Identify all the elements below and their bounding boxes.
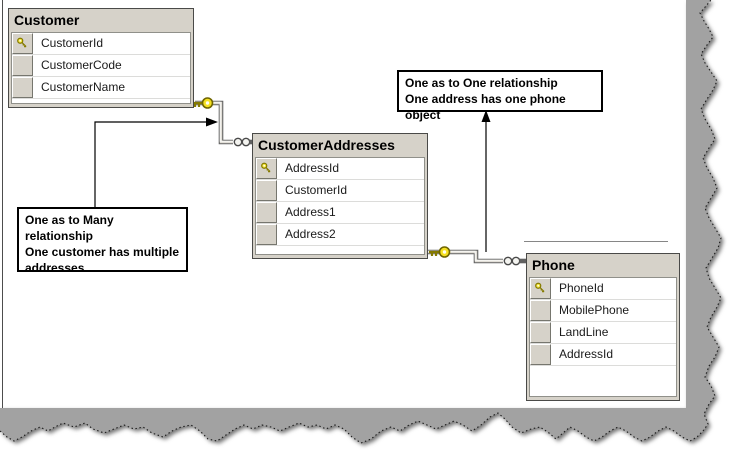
left-border-line xyxy=(2,0,3,408)
column-name: PhoneId xyxy=(559,281,604,295)
primary-key-icon xyxy=(260,162,273,175)
table-row[interactable]: CustomerName xyxy=(12,77,190,99)
table-customeraddresses-title[interactable]: CustomerAddresses xyxy=(258,137,395,153)
annotation-text-line: One customer has multiple xyxy=(25,245,180,259)
table-customer-body: CustomerId CustomerCode CustomerName xyxy=(11,32,191,104)
column-name: CustomerId xyxy=(285,183,348,197)
infinity-many-icon xyxy=(241,137,251,147)
table-customer-title[interactable]: Customer xyxy=(14,12,80,28)
table-customeraddresses-body: AddressId CustomerId Address1 Address2 xyxy=(255,157,425,255)
key-icon xyxy=(427,245,451,259)
table-row[interactable]: Address2 xyxy=(256,224,424,246)
infinity-many-icon xyxy=(503,256,513,266)
relationship-customer-customeraddresses[interactable] xyxy=(190,96,252,147)
arrow-right-icon xyxy=(206,117,218,127)
table-row[interactable]: CustomerCode xyxy=(12,55,190,77)
row-selector[interactable] xyxy=(12,77,33,98)
column-name: CustomerName xyxy=(41,80,126,94)
annotation-one-to-one[interactable]: One as to One relationship One address h… xyxy=(397,70,603,122)
column-name: AddressId xyxy=(285,161,340,175)
row-selector[interactable] xyxy=(256,202,277,223)
table-phone-title[interactable]: Phone xyxy=(532,257,575,273)
row-selector[interactable] xyxy=(256,180,277,201)
table-row[interactable]: CustomerId xyxy=(256,180,424,202)
annotation-arrow-one-to-one xyxy=(481,110,491,252)
row-selector[interactable] xyxy=(256,158,277,179)
column-name: Address2 xyxy=(285,227,336,241)
annotation-text-line: One address has one phone object xyxy=(405,92,566,122)
table-row[interactable]: AddressId xyxy=(530,344,676,366)
column-name: AddressId xyxy=(559,347,614,361)
column-name: LandLine xyxy=(559,325,609,339)
table-row[interactable]: CustomerId xyxy=(12,33,190,55)
row-selector[interactable] xyxy=(12,33,33,54)
relationship-customeraddresses-phone[interactable] xyxy=(427,245,526,266)
infinity-many-icon xyxy=(233,137,243,147)
table-customer[interactable]: Customer CustomerId CustomerCode Custome… xyxy=(8,8,194,108)
infinity-many-icon xyxy=(511,256,521,266)
annotation-one-to-many[interactable]: One as to Many relationship One customer… xyxy=(17,207,188,275)
stray-line xyxy=(524,241,668,242)
annotation-text-line: addresses xyxy=(25,261,85,275)
table-row[interactable]: PhoneId xyxy=(530,278,676,300)
table-phone-body: PhoneId MobilePhone LandLine AddressId xyxy=(529,277,677,397)
primary-key-icon xyxy=(534,282,547,295)
table-customeraddresses[interactable]: CustomerAddresses AddressId CustomerId A… xyxy=(252,133,428,259)
column-name: MobilePhone xyxy=(559,303,630,317)
key-icon xyxy=(190,96,214,110)
annotation-text-line: One as to One relationship xyxy=(405,76,558,90)
row-selector[interactable] xyxy=(256,224,277,245)
annotation-arrow-one-to-many xyxy=(94,117,218,207)
primary-key-icon xyxy=(16,37,29,50)
row-selector[interactable] xyxy=(12,55,33,76)
row-selector[interactable] xyxy=(530,322,551,343)
row-selector[interactable] xyxy=(530,344,551,365)
table-row[interactable]: MobilePhone xyxy=(530,300,676,322)
row-selector[interactable] xyxy=(530,300,551,321)
table-row[interactable]: LandLine xyxy=(530,322,676,344)
annotation-text-line: One as to Many relationship xyxy=(25,213,114,243)
table-row[interactable]: Address1 xyxy=(256,202,424,224)
column-name: CustomerId xyxy=(41,36,104,50)
column-name: CustomerCode xyxy=(41,58,122,72)
row-selector[interactable] xyxy=(530,278,551,299)
table-phone[interactable]: Phone PhoneId MobilePhone LandLine Addre… xyxy=(526,253,680,401)
table-row[interactable]: AddressId xyxy=(256,158,424,180)
column-name: Address1 xyxy=(285,205,336,219)
